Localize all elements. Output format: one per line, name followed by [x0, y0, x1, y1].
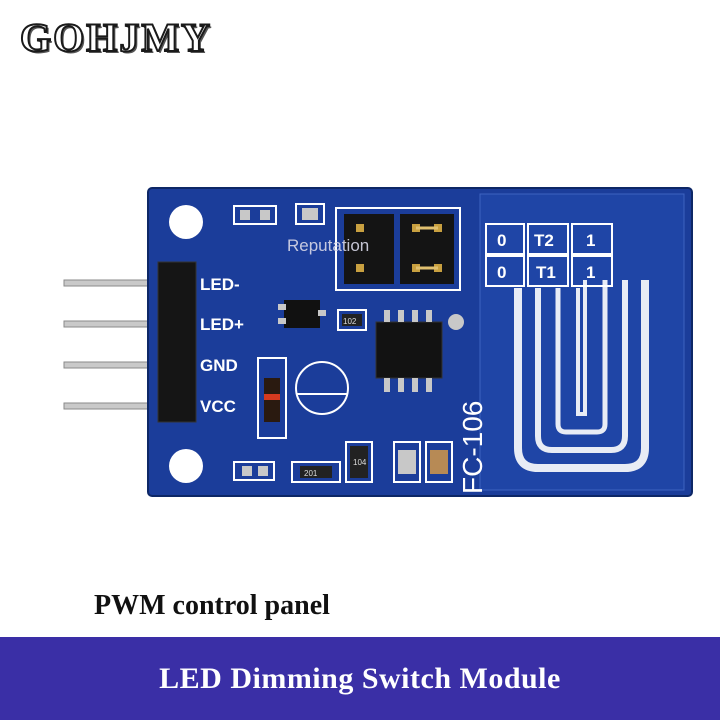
pad-label-t2-right: 1 — [586, 231, 595, 250]
header-pins — [63, 279, 165, 410]
watermark-text: Reputation — [287, 236, 370, 255]
touch-point-circle — [295, 361, 349, 415]
pad-label-t2-left: 0 — [497, 231, 506, 250]
pad-label-t2: T2 — [534, 231, 554, 250]
title-banner: LED Dimming Switch Module — [0, 637, 720, 720]
pin-label-gnd: GND — [200, 356, 238, 375]
model-label: FC-106 — [457, 401, 488, 494]
ic-chip — [375, 310, 464, 392]
touch-dimmer-board: LED- LED+ GND VCC 102 201 104 — [63, 187, 693, 497]
touch-pad — [479, 193, 685, 491]
chip-code-102: 102 — [343, 317, 357, 326]
mounting-hole-top — [169, 205, 203, 239]
caption: PWM control panel — [94, 590, 330, 621]
pin-label-vcc: VCC — [200, 397, 236, 416]
pin-label-led-minus: LED- — [200, 275, 240, 294]
pad-label-t1: T1 — [536, 263, 556, 282]
chip-code-201: 201 — [304, 469, 318, 478]
chip-code-104: 104 — [353, 458, 367, 467]
pin-label-led-plus: LED+ — [200, 315, 244, 334]
header-housing — [157, 261, 197, 423]
brand-logo: GOHJMY — [19, 14, 212, 61]
pad-label-t1-left: 0 — [497, 263, 506, 282]
pad-label-t1-right: 1 — [586, 263, 595, 282]
smd-components — [233, 203, 453, 483]
banner-title: LED Dimming Switch Module — [159, 662, 561, 695]
mounting-hole-bottom — [169, 449, 203, 483]
jumper-block — [335, 207, 461, 291]
